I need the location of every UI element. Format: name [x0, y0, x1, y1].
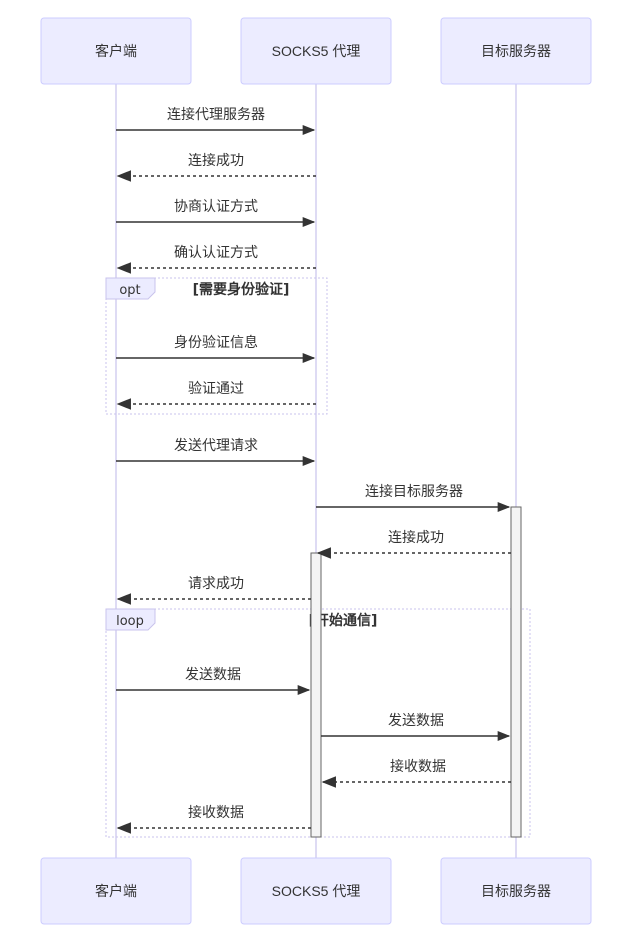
actor-label: SOCKS5 代理: [272, 883, 361, 899]
message-label: 发送数据: [388, 713, 444, 729]
message: 验证通过: [116, 381, 316, 410]
message: 接收数据: [321, 758, 511, 788]
opt-frame: opt [需要身份验证]: [105, 277, 328, 415]
actor-label: 客户端: [95, 43, 137, 59]
loop-frame-label: loop: [116, 614, 144, 629]
opt-frame-label: opt: [119, 283, 140, 298]
message-label: 连接代理服务器: [167, 106, 265, 123]
actor-client-bottom: 客户端: [40, 857, 192, 925]
message: 发送数据: [116, 667, 311, 696]
loop-frame-condition: [开始通信]: [309, 612, 378, 629]
message-label: 协商认证方式: [174, 199, 258, 215]
message-label: 确认认证方式: [174, 245, 258, 261]
message-label: 连接成功: [188, 152, 244, 169]
activation-server: [510, 506, 522, 838]
actor-label: 目标服务器: [481, 43, 551, 59]
actor-proxy-top: SOCKS5 代理: [240, 17, 392, 85]
message-label: 连接成功: [388, 529, 444, 546]
message: 发送数据: [321, 713, 511, 742]
opt-frame-condition: [需要身份验证]: [193, 281, 290, 298]
message: 发送代理请求: [116, 438, 316, 467]
message: 连接成功: [116, 152, 316, 182]
actor-client-top: 客户端: [40, 17, 192, 85]
message: 请求成功: [116, 576, 311, 605]
message-label: 发送数据: [185, 667, 241, 683]
actor-proxy-bottom: SOCKS5 代理: [240, 857, 392, 925]
actor-label: SOCKS5 代理: [272, 43, 361, 59]
message: 确认认证方式: [116, 245, 316, 274]
actor-server-bottom: 目标服务器: [440, 857, 592, 925]
message-label: 身份验证信息: [174, 334, 258, 351]
message-label: 接收数据: [188, 804, 244, 821]
message: 连接目标服务器: [316, 483, 511, 513]
message: 连接成功: [316, 529, 511, 559]
message-label: 发送代理请求: [174, 438, 258, 454]
loop-frame: loop [开始通信]: [105, 608, 531, 838]
message-label: 接收数据: [390, 758, 446, 775]
actor-server-top: 目标服务器: [440, 17, 592, 85]
activation-proxy: [310, 552, 322, 838]
actor-label: 客户端: [95, 883, 137, 899]
message-label: 连接目标服务器: [365, 483, 463, 500]
message: 接收数据: [116, 804, 311, 834]
message-label: 请求成功: [188, 576, 244, 592]
message-label: 验证通过: [188, 381, 244, 397]
message: 连接代理服务器: [116, 106, 316, 136]
message: 身份验证信息: [116, 334, 316, 364]
actor-label: 目标服务器: [481, 883, 551, 899]
message: 协商认证方式: [116, 199, 316, 228]
